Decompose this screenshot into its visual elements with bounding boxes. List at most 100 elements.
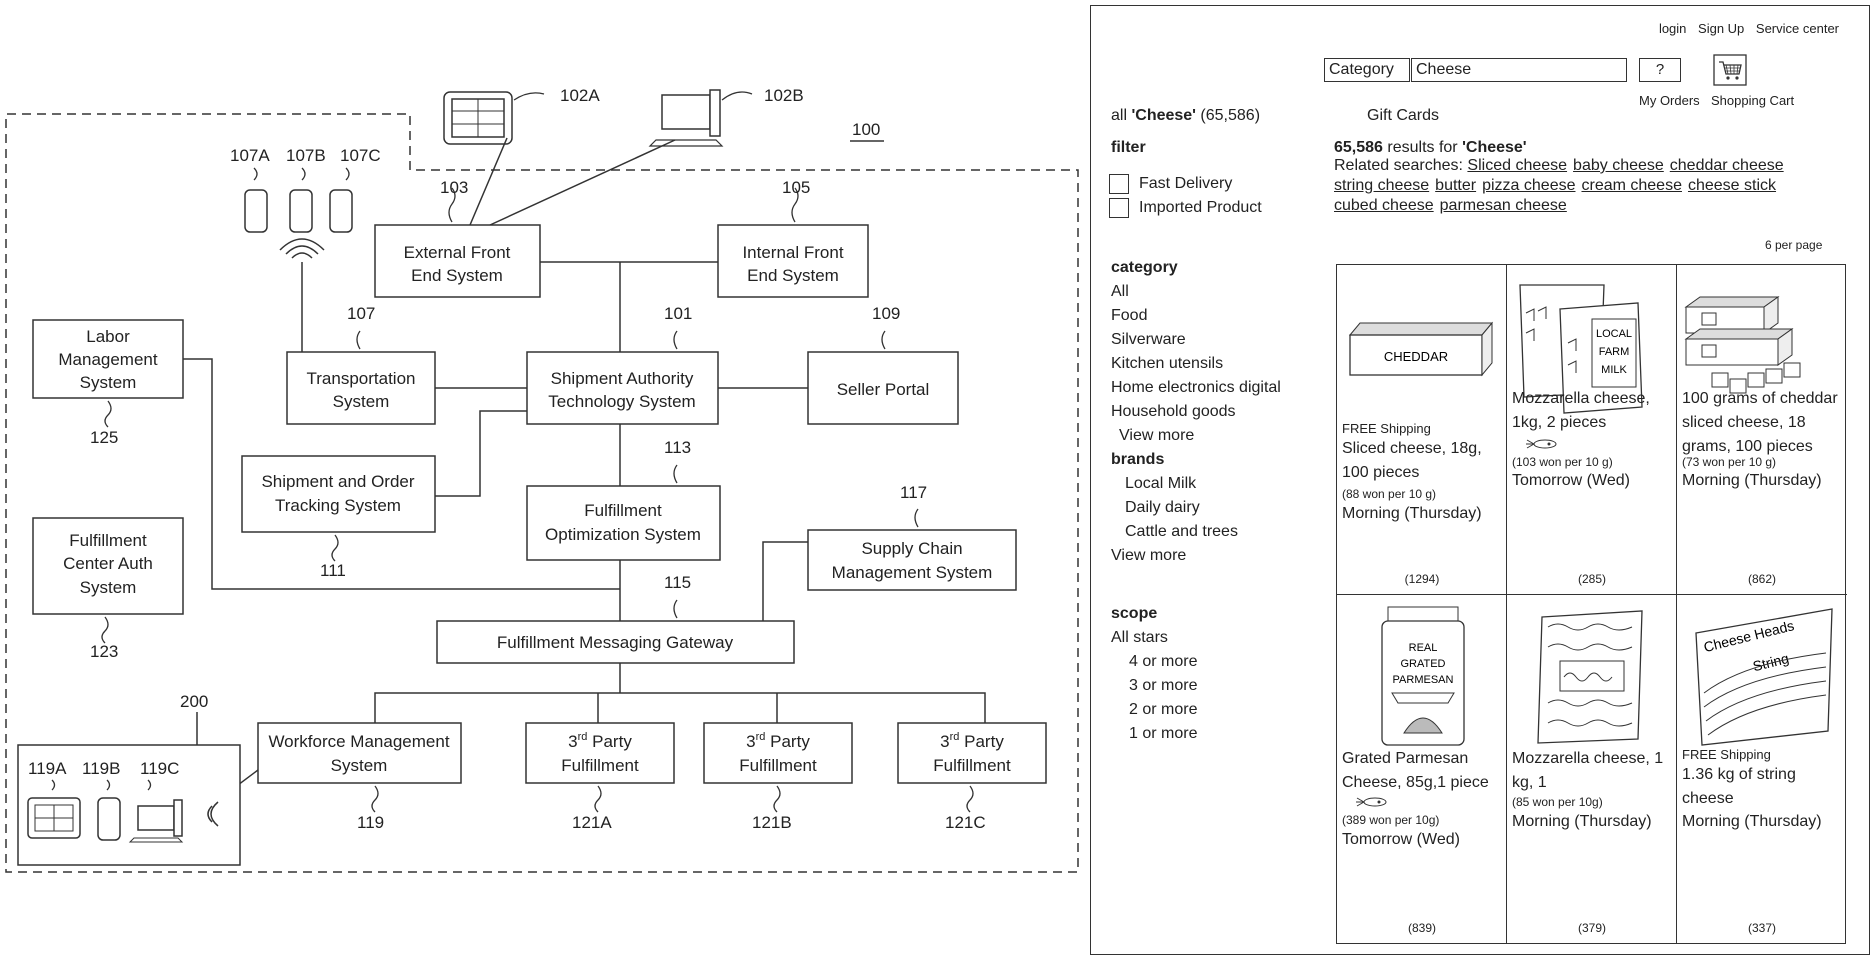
checkbox[interactable] xyxy=(1109,197,1129,218)
svg-text:109: 109 xyxy=(872,304,900,323)
svg-text:System: System xyxy=(333,392,390,411)
svg-text:Supply Chain: Supply Chain xyxy=(861,539,962,558)
svg-text:117: 117 xyxy=(900,483,927,502)
svg-text:Labor: Labor xyxy=(86,327,130,346)
svg-text:103: 103 xyxy=(440,178,468,197)
search-button[interactable]: ? xyxy=(1639,58,1681,82)
all-results-label: all 'Cheese' (65,586) xyxy=(1111,107,1261,124)
svg-text:121A: 121A xyxy=(572,813,612,832)
related-link[interactable]: parmesan cheese xyxy=(1439,197,1567,214)
svg-text:105: 105 xyxy=(782,178,810,197)
svg-text:System: System xyxy=(80,373,137,392)
svg-text:125: 125 xyxy=(90,428,118,447)
system-boundary xyxy=(5,113,1079,873)
imported-product-filter[interactable]: Imported Product xyxy=(1109,196,1262,220)
brand-item[interactable]: Daily dairy xyxy=(1125,499,1200,516)
related-link[interactable]: string cheese xyxy=(1334,177,1430,194)
mobile-ref-b: 107B xyxy=(286,146,326,165)
gift-cards-link[interactable]: Gift Cards xyxy=(1367,107,1440,124)
svg-text:Fulfillment: Fulfillment xyxy=(561,756,639,775)
svg-text:Fulfillment: Fulfillment xyxy=(69,531,147,550)
category-item[interactable]: Kitchen utensils xyxy=(1111,355,1224,372)
category-item[interactable]: Food xyxy=(1111,307,1148,324)
scope-item[interactable]: 2 or more xyxy=(1129,701,1198,718)
related-link[interactable]: butter xyxy=(1435,177,1477,194)
related-link[interactable]: cubed cheese xyxy=(1334,197,1434,214)
svg-text:Center Auth: Center Auth xyxy=(63,554,153,573)
third-party-c-box: 3rd Party Fulfillment xyxy=(897,722,1047,784)
category-item[interactable]: All xyxy=(1111,283,1129,300)
svg-text:End System: End System xyxy=(747,266,839,285)
related-link[interactable]: cheese stick xyxy=(1687,177,1777,194)
category-item[interactable]: Household goods xyxy=(1111,403,1236,420)
svg-text:Technology System: Technology System xyxy=(548,392,695,411)
svg-text:Fulfillment Messaging Gateway: Fulfillment Messaging Gateway xyxy=(497,633,734,652)
svg-text:3rd Party: 3rd Party xyxy=(940,731,1004,751)
per-page-label[interactable]: 6 per page xyxy=(1765,238,1823,252)
svg-text:Management System: Management System xyxy=(832,563,993,582)
svg-text:Optimization System: Optimization System xyxy=(545,525,701,544)
fast-delivery-filter[interactable]: Fast Delivery xyxy=(1109,172,1232,196)
related-link[interactable]: pizza cheese xyxy=(1482,177,1576,194)
category-item[interactable]: Silverware xyxy=(1111,331,1186,348)
seller-portal-box: Seller Portal xyxy=(807,351,959,425)
related-link[interactable]: Sliced cheese xyxy=(1467,157,1568,174)
svg-text:Tracking System: Tracking System xyxy=(275,496,401,515)
brand-item[interactable]: Cattle and trees xyxy=(1125,523,1238,540)
related-link[interactable]: cheddar cheese xyxy=(1669,157,1784,174)
shipment-authority-box: Shipment Authority Technology System xyxy=(526,351,719,425)
fulfillment-optimization-box: Fulfillment Optimization System xyxy=(526,485,721,561)
mobile-icon xyxy=(289,189,313,233)
sign-up-link[interactable]: Sign Up xyxy=(1698,21,1745,36)
desktop-ref: 102B xyxy=(764,86,804,105)
system-diagram: 100 102A 102B 107A 107B 107C xyxy=(5,86,1079,873)
mobile-icon xyxy=(329,189,353,233)
service-center-link[interactable]: Service center xyxy=(1755,21,1839,36)
svg-text:Fulfillment: Fulfillment xyxy=(933,756,1011,775)
category-item[interactable]: Home electronics digital xyxy=(1111,379,1281,396)
product-card[interactable]: LOCAL FARM MILK Mozzarella cheese, 1kg, … xyxy=(1507,265,1677,595)
related-link[interactable]: cream cheese xyxy=(1581,177,1682,194)
search-input[interactable] xyxy=(1411,58,1627,82)
scope-item[interactable]: 4 or more xyxy=(1129,653,1198,670)
shopping-cart-link[interactable]: Shopping Cart xyxy=(1711,93,1795,108)
svg-text:Workforce Management: Workforce Management xyxy=(268,732,449,751)
tracking-box: Shipment and Order Tracking System xyxy=(241,455,436,533)
category-view-more[interactable]: View more xyxy=(1119,427,1195,444)
messaging-gateway-box: Fulfillment Messaging Gateway xyxy=(436,620,795,664)
login-link[interactable]: login xyxy=(1658,21,1687,36)
wireless-icon xyxy=(279,238,325,259)
svg-text:External Front: External Front xyxy=(404,243,511,262)
labor-management-box: Labor Management System xyxy=(32,319,184,399)
related-link[interactable]: baby cheese xyxy=(1573,157,1664,174)
brand-item[interactable]: Local Milk xyxy=(1125,475,1197,492)
svg-text:MILK: MILK xyxy=(1601,364,1627,376)
group-200-ref: 200 xyxy=(180,692,208,711)
svg-text:119A: 119A xyxy=(28,759,67,778)
desktop-icon xyxy=(648,89,724,147)
svg-text:101: 101 xyxy=(664,304,692,323)
svg-text:Internal Front: Internal Front xyxy=(742,243,843,262)
scope-item[interactable]: All stars xyxy=(1111,629,1168,646)
product-card[interactable]: 100 grams of cheddar sliced cheese, 18 g… xyxy=(1677,265,1847,595)
scope-item[interactable]: 1 or more xyxy=(1129,725,1198,742)
svg-text:FARM: FARM xyxy=(1599,346,1630,358)
svg-text:Shipment Authority: Shipment Authority xyxy=(551,369,694,388)
product-card[interactable]: CHEDDAR FREE Shipping Sliced cheese, 18g… xyxy=(1337,265,1507,595)
checkbox[interactable] xyxy=(1109,173,1129,194)
tablet-icon xyxy=(443,91,513,145)
scope-item[interactable]: 3 or more xyxy=(1129,677,1198,694)
svg-text:119C: 119C xyxy=(140,759,179,778)
product-card[interactable]: REAL GRATED PARMESAN Grated Parmesan Che… xyxy=(1337,595,1507,943)
search-category-select[interactable]: Category xyxy=(1324,58,1410,82)
scope-facet: scope All stars 4 or more 3 or more 2 or… xyxy=(1111,605,1198,742)
svg-text:GRATED: GRATED xyxy=(1400,658,1445,670)
cheddar-boxes-image xyxy=(1684,296,1801,394)
product-card[interactable]: Cheese Heads String FREE Shipping 1.36 k… xyxy=(1677,595,1847,943)
my-orders-link[interactable]: My Orders xyxy=(1639,93,1700,108)
shopping-cart-icon[interactable] xyxy=(1713,54,1747,86)
brands-view-more[interactable]: View more xyxy=(1111,547,1187,564)
product-card[interactable]: Mozzarella cheese, 1 kg, 1 (85 won per 1… xyxy=(1507,595,1677,943)
svg-text:System: System xyxy=(331,756,388,775)
